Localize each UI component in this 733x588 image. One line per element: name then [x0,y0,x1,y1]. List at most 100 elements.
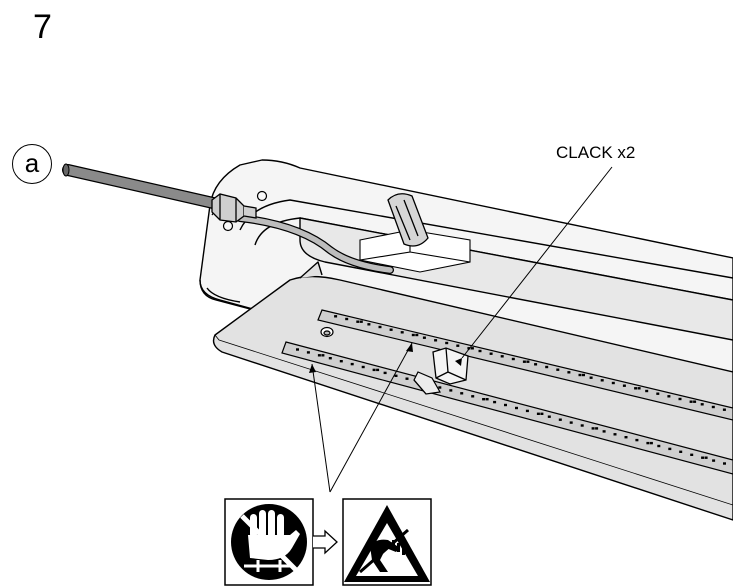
led-chip [470,347,474,350]
led-chip [356,320,360,323]
led-chip [711,405,715,409]
led-chip [582,373,585,377]
led-chip [667,395,671,398]
led-chip [645,389,649,393]
led-chip [637,387,641,390]
led-chip [701,456,705,459]
callout-a: a [12,144,52,184]
led-chip [690,453,694,456]
led-chip [372,368,376,372]
led-chip [600,379,604,382]
panel-hole [320,326,334,338]
led-chip [296,348,299,351]
led-chip [569,421,573,424]
led-chip [678,397,682,401]
led-chip [689,400,693,403]
led-chip [547,415,551,418]
clack-clip-lower [413,371,441,395]
led-chip [540,412,544,415]
led-chip [438,386,442,389]
led-chip [415,333,419,337]
led-chip [376,368,380,372]
step-number: 7 [33,8,52,46]
led-chip [394,374,398,377]
led-chip [471,395,475,398]
esd-hand-icon [224,498,314,586]
led-chip [567,371,571,374]
led-chip [624,436,628,439]
led-chip [722,408,726,411]
power-cable [62,163,228,211]
led-chip [657,444,661,448]
led-chip [580,424,584,427]
led-chip [361,365,365,369]
led-chip [500,355,504,358]
led-chips [296,315,726,465]
strap-clamp [387,193,429,247]
led-chip [602,430,606,433]
led-chip [339,360,343,363]
led-chip [434,339,438,342]
esd-warning-icon [342,498,432,586]
led-chip [460,392,464,395]
led-chip [611,381,615,385]
led-chip [700,403,704,406]
led-chip [367,323,371,326]
led-chip [693,400,697,403]
led-chip [378,325,382,329]
led-chip [405,377,409,380]
callout-a-label: a [24,147,40,178]
arrow-right-icon [313,529,338,555]
led-chip [482,398,486,401]
led-chip [712,459,716,462]
led-chip [400,331,404,334]
clack-clip [432,347,469,385]
led-chip [634,387,638,390]
led-chip [359,320,363,323]
led-chip [306,351,310,354]
led-chip [389,328,393,331]
leader-lines [311,166,613,493]
led-chip [613,433,617,436]
led-chip [478,349,482,353]
led-chip [467,347,471,350]
led-chip [668,447,672,451]
led-chip [622,384,626,387]
led-chip [350,362,354,366]
led-chip [649,441,653,445]
led-chip [445,341,449,345]
led-chip [449,389,453,392]
led-chip [328,357,332,360]
led-chip [525,409,529,413]
led-chip [536,412,540,415]
led-chip [679,450,683,453]
led-chip [558,418,562,421]
led-chip [556,368,560,371]
led-chip [321,354,325,357]
led-chip [578,373,582,377]
led-chip [595,427,599,430]
cable-gland [211,193,257,223]
led-strip-upper [317,309,733,421]
led-chip [545,365,549,369]
led-chip [635,438,639,442]
led-chip [723,462,726,465]
led-chip [383,371,387,375]
led-chip [345,317,349,321]
led-chip [646,441,650,445]
led-chip [526,360,530,363]
led-chip [591,427,595,430]
led-chip [656,392,660,395]
led-chip [504,403,507,407]
led-chip [456,344,460,347]
led-chip [411,333,415,337]
clack-label: CLACK x2 [556,143,636,162]
led-chip [522,360,526,363]
led-chip [515,406,518,410]
led-chip [511,357,515,361]
led-chip [422,336,426,339]
led-chip [534,363,538,366]
led-chip [485,398,489,401]
led-chip [589,376,593,379]
